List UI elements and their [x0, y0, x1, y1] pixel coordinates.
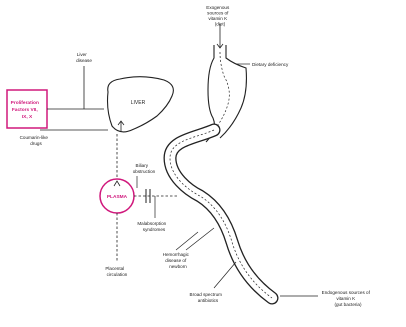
- hemorrhagic-leader: [176, 232, 198, 250]
- intestine-inner-lumen: [170, 130, 272, 298]
- liver-label: LIVER: [131, 100, 146, 106]
- malabsorption-label: Malabsorption syndromes: [137, 212, 170, 232]
- biliary-label: Biliary obstruction: [133, 154, 156, 174]
- dietary-deficiency-label: Dietary deficiency: [252, 62, 289, 67]
- endogenous-label: Endogenous sources of vitamin K (gut bac…: [322, 281, 375, 307]
- broad-spectrum-label: Broad spectrum antibiotics: [190, 283, 227, 303]
- exogenous-dietary-label: Exogenous sources of vitamin K (diet): [206, 0, 233, 27]
- exogenous-arrow-icon: [217, 24, 223, 48]
- liver-disease-label: Liver disease: [76, 43, 92, 63]
- hemorrhagic-label: Hemorrhagic disease of newborn: [163, 243, 194, 269]
- plasma-label: PLASMA: [107, 194, 128, 200]
- plasma-up-arrow-icon: [114, 181, 120, 186]
- factors-label: Proliferation Factors VII, IX, X: [11, 91, 44, 120]
- coumarin-label: Coumarin-like drugs: [20, 126, 53, 146]
- stomach-dashed-path: [214, 52, 229, 130]
